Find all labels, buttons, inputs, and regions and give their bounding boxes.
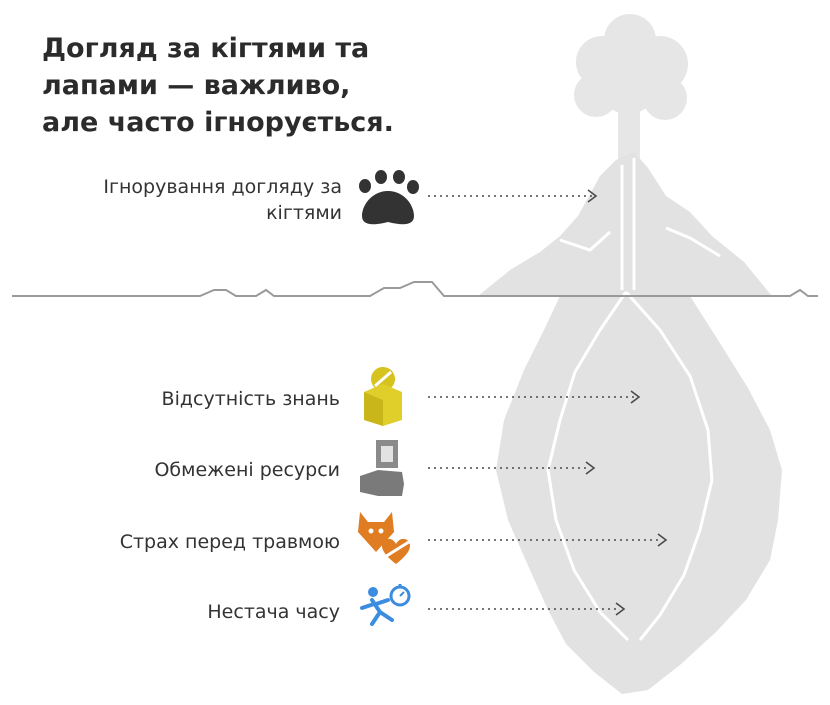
question-box-icon — [364, 367, 402, 426]
label-above-water: Ігнорування догляду за кігтями — [103, 174, 342, 226]
label-resources: Обмежені ресурси — [154, 459, 340, 481]
title-line-1: Догляд за кігтями та — [42, 33, 370, 64]
steam-cloud — [574, 14, 688, 160]
label-above-line-1: Ігнорування догляду за — [103, 176, 342, 198]
arrows — [428, 189, 668, 616]
iceberg-body — [496, 296, 782, 694]
label-above-line-2: кігтями — [266, 202, 342, 224]
water-line — [12, 281, 818, 297]
label-time: Нестача часу — [207, 601, 340, 623]
label-knowledge: Відсутність знань — [161, 388, 340, 410]
title-line-3: але часто ігнорується. — [42, 107, 394, 138]
hand-money-icon — [360, 440, 404, 496]
iceberg-tip — [478, 152, 772, 296]
label-fear: Страх перед травмою — [119, 531, 340, 553]
paw-print-icon — [359, 170, 419, 225]
title-line-2: лапами — важливо, — [42, 70, 351, 101]
running-clock-icon — [360, 584, 411, 626]
page-title: Догляд за кігтями та лапами — важливо, а… — [42, 30, 442, 141]
cat-injury-icon — [358, 512, 413, 564]
